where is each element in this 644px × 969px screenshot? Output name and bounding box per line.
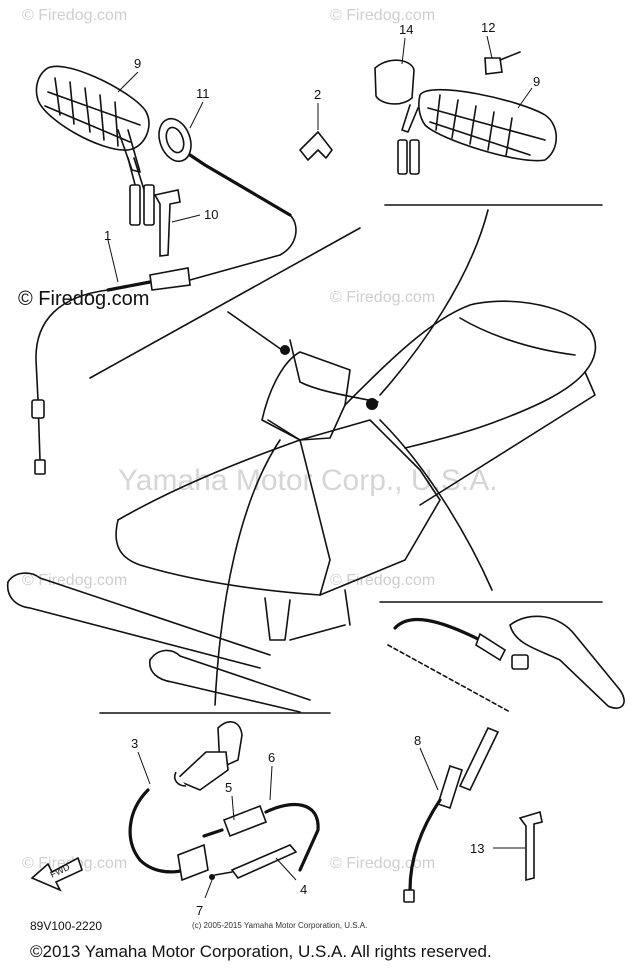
inset-switch — [99, 712, 331, 882]
watermark-text: © Firedog.com — [22, 572, 127, 589]
inset-right-grip — [374, 51, 603, 206]
part-label: 8 — [414, 733, 421, 748]
part-label: 12 — [481, 20, 495, 35]
inset-left-grip — [31, 65, 361, 475]
watermark-text: © Firedog.com — [22, 7, 127, 24]
part-label: 11 — [196, 86, 210, 101]
callout-leaders — [107, 35, 533, 899]
snowmobile-illustration — [6, 300, 597, 713]
watermark-main: © Firedog.com — [18, 288, 150, 310]
part-label: 2 — [314, 87, 321, 102]
part-label: 7 — [196, 903, 203, 918]
part-label: 13 — [470, 841, 484, 856]
footer-copyright: ©2013 Yamaha Motor Corporation, U.S.A. A… — [30, 942, 492, 961]
part-label: 6 — [268, 750, 275, 765]
watermark-text: © Firedog.com — [330, 572, 435, 589]
part-label: 9 — [533, 74, 540, 89]
part-label: 3 — [131, 736, 138, 751]
part-label: 4 — [300, 882, 307, 897]
part-label: 1 — [104, 228, 111, 243]
part-label: 10 — [204, 207, 218, 222]
diagram-code: 89V100-2220 — [30, 919, 102, 933]
part-clip — [299, 131, 333, 161]
part-labels: 9 11 2 14 12 9 10 1 3 6 5 4 7 8 13 — [104, 20, 540, 918]
grip-left — [35, 65, 155, 226]
small-copyright: (c) 2005-2015 Yamaha Motor Corporation, … — [192, 921, 367, 930]
part-label: 9 — [134, 56, 141, 71]
watermark-text: © Firedog.com — [330, 855, 435, 872]
part-label: 5 — [225, 780, 232, 795]
watermark-text: © Firedog.com — [330, 289, 435, 306]
inset-brake — [379, 601, 625, 903]
pointer-lines — [214, 209, 493, 706]
part-label: 14 — [399, 22, 413, 37]
watermark-text: © Firedog.com — [330, 7, 435, 24]
